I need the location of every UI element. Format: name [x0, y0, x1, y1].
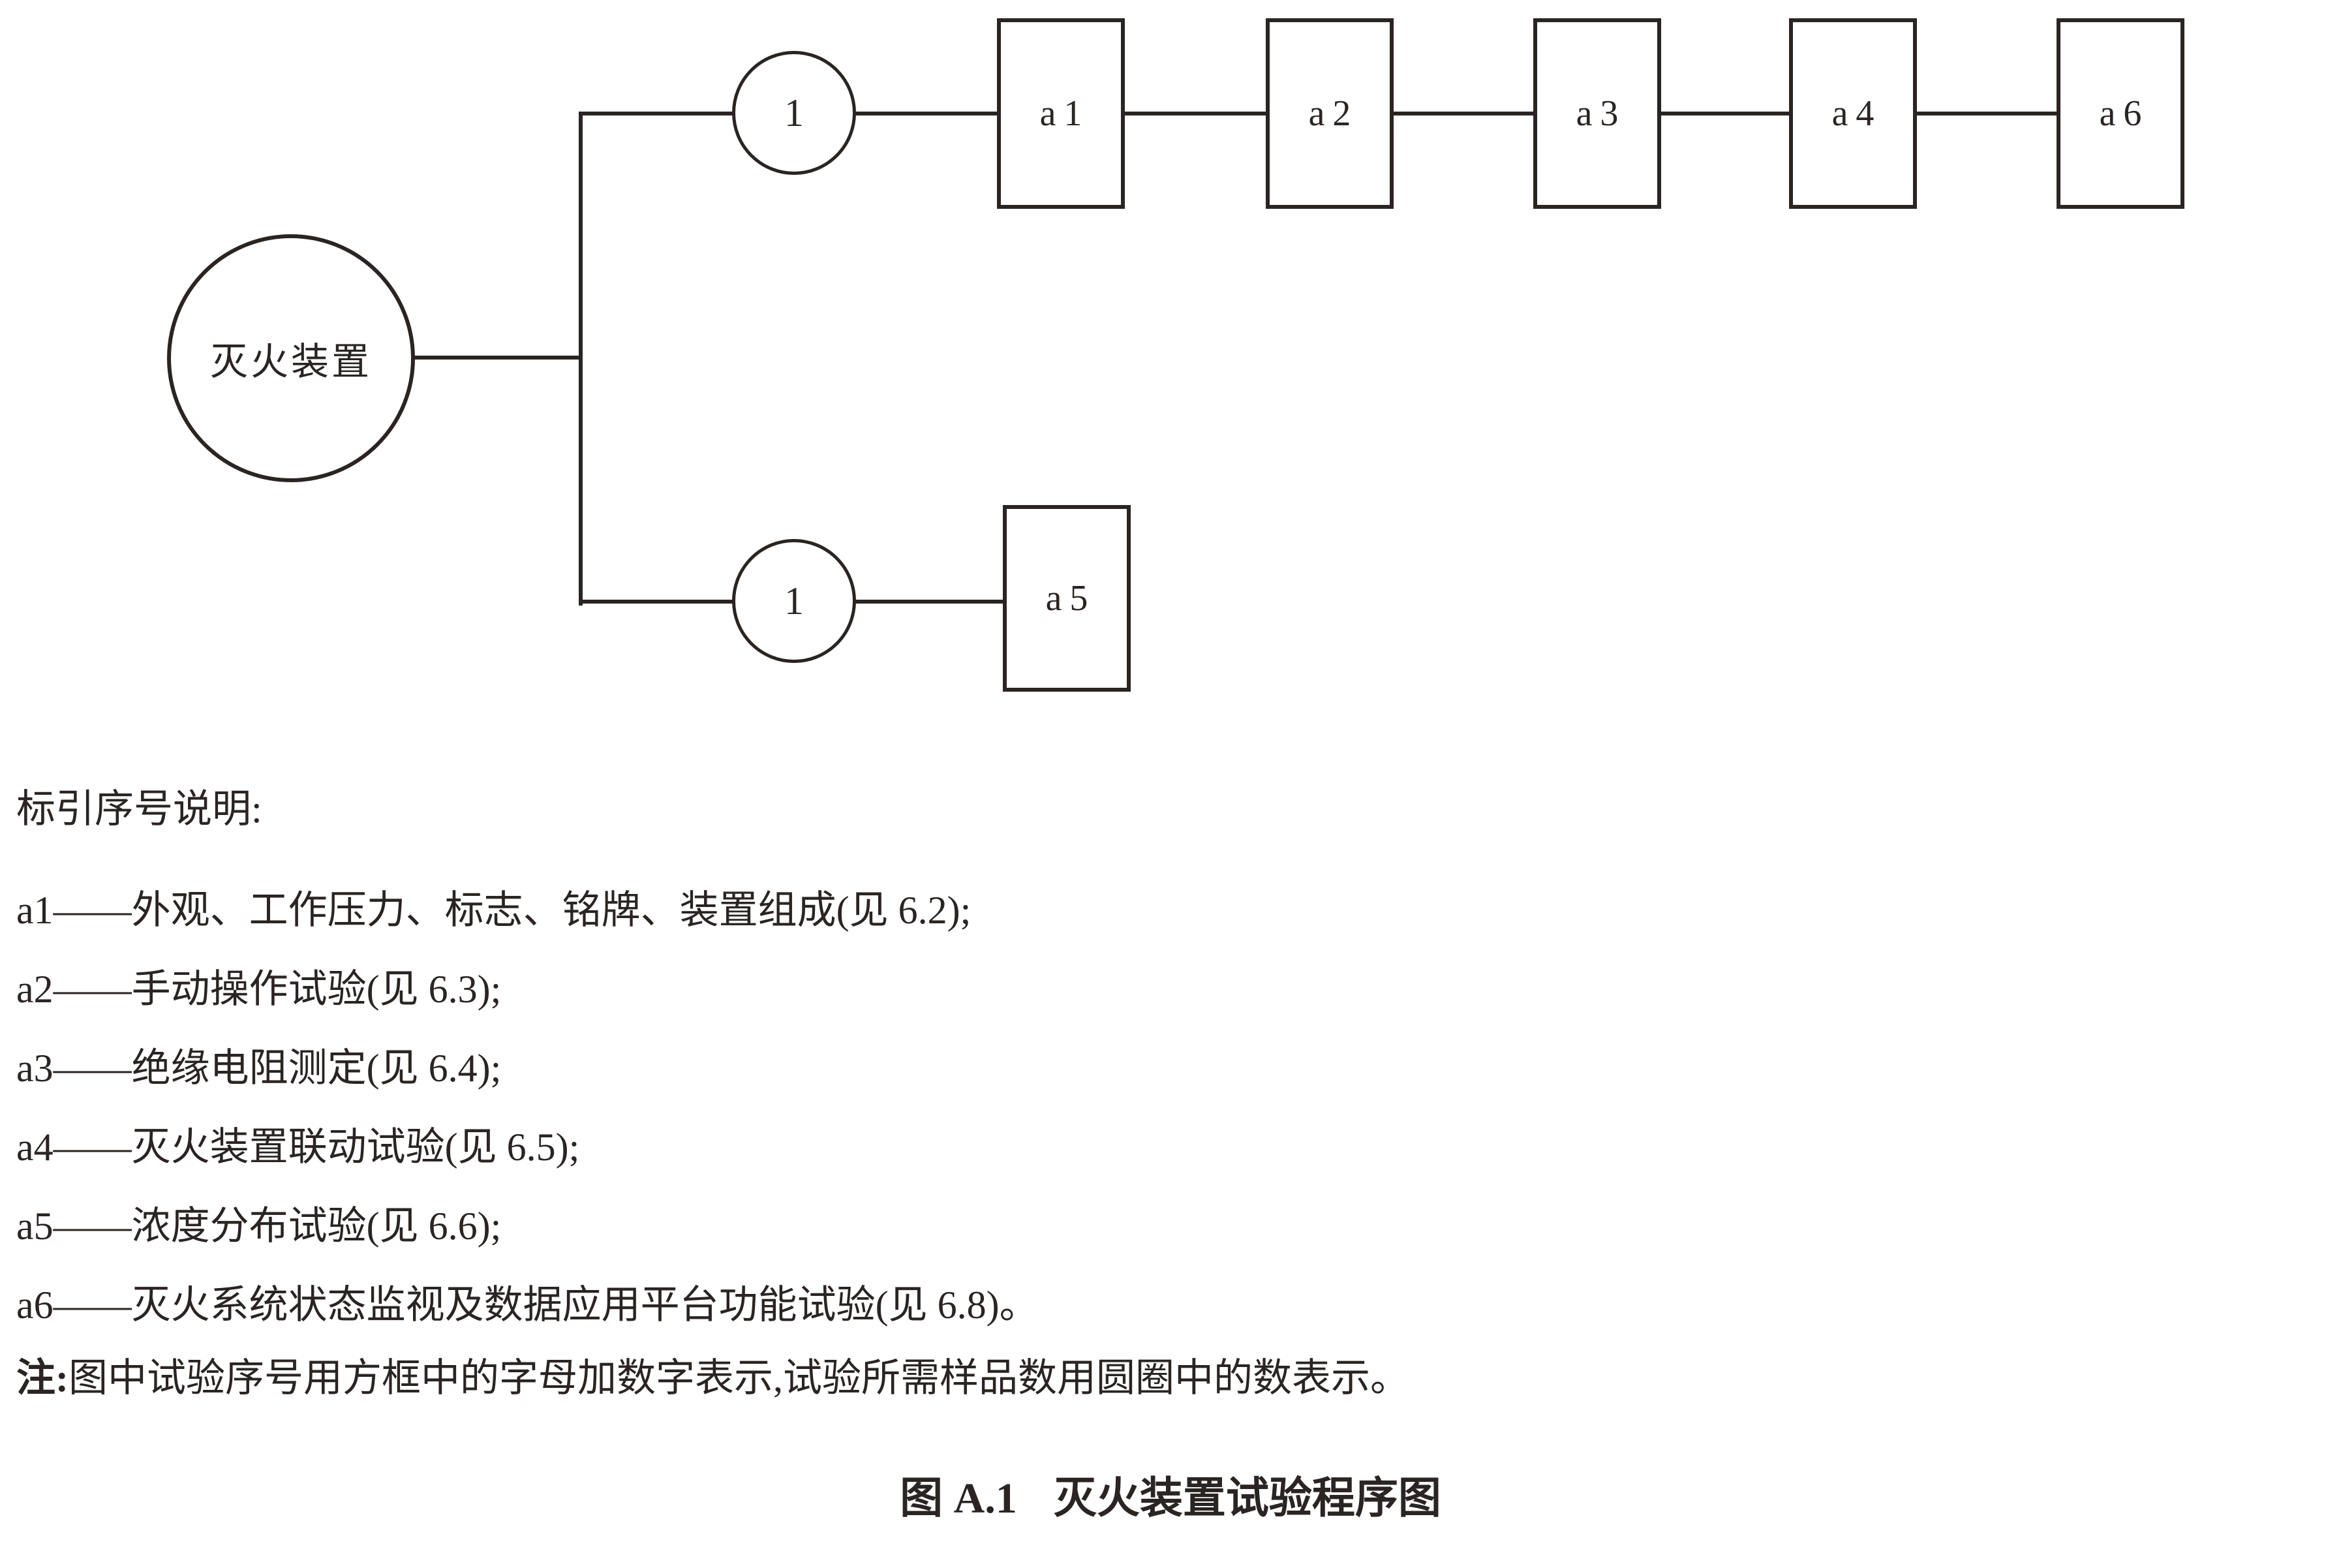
- test-box-a2-label: a2: [1308, 93, 1359, 134]
- legend-item-a5: a5——浓度分布试验(见 6.6);: [16, 1207, 501, 1246]
- test-box-a4: a4: [1789, 18, 1917, 209]
- legend-heading: 标引序号说明:: [16, 788, 262, 831]
- legend-item-a6-desc: 灭火系统状态监视及数据应用平台功能试验(见 6.8)。: [131, 1284, 1039, 1327]
- root-to-branch-connector-line: [412, 356, 583, 360]
- root-node-circle: 灭火装置: [167, 234, 415, 482]
- test-box-a4-label: a4: [1831, 93, 1882, 134]
- legend-item-a6-dash: ——: [53, 1284, 132, 1327]
- sample-count-circle-top: 1: [732, 51, 856, 175]
- figure-caption: 图 A.1 灭火装置试验程序图: [0, 1477, 2341, 1520]
- root-node-label: 灭火装置: [209, 341, 372, 383]
- test-box-a2: a2: [1266, 18, 1394, 209]
- legend-item-a5-desc: 浓度分布试验(见 6.6);: [131, 1205, 502, 1248]
- legend-item-a6-id: a6: [16, 1284, 54, 1327]
- note-line: 注:图中试验序号用方框中的字母加数字表示,试验所需样品数用圆圈中的数表示。: [16, 1359, 1409, 1398]
- legend-item-a3-dash: ——: [53, 1047, 132, 1090]
- legend-item-a1-desc: 外观、工作压力、标志、铭牌、装置组成(见 6.2);: [131, 889, 972, 932]
- note-text: 图中试验序号用方框中的字母加数字表示,试验所需样品数用圆圈中的数表示。: [68, 1357, 1409, 1400]
- legend-item-a3-desc: 绝缘电阻测定(见 6.4);: [131, 1047, 502, 1090]
- legend-item-a1-id: a1: [16, 889, 54, 932]
- figure-caption-title: 灭火装置试验程序图: [1053, 1475, 1441, 1522]
- test-box-a3-label: a3: [1576, 93, 1627, 134]
- figure-caption-number: 图 A.1: [900, 1475, 1017, 1522]
- legend-item-a4-id: a4: [16, 1126, 54, 1169]
- test-box-a1: a1: [997, 18, 1125, 209]
- legend-item-a5-id: a5: [16, 1205, 54, 1248]
- sample-count-circle-bottom: 1: [732, 539, 856, 663]
- test-box-a1-label: a1: [1039, 93, 1090, 134]
- test-box-a5-label: a5: [1045, 578, 1096, 619]
- legend-item-a2-dash: ——: [53, 968, 132, 1011]
- legend-item-a6: a6——灭火系统状态监视及数据应用平台功能试验(见 6.8)。: [16, 1285, 1039, 1325]
- sample-count-bottom-value: 1: [784, 579, 804, 623]
- test-box-a6: a6: [2057, 18, 2184, 209]
- legend-item-a4-desc: 灭火装置联动试验(见 6.5);: [131, 1126, 580, 1169]
- legend-item-a2-id: a2: [16, 968, 54, 1011]
- test-box-a5: a5: [1003, 505, 1131, 692]
- legend-item-a4-dash: ——: [53, 1126, 132, 1169]
- test-box-a6-label: a6: [2099, 93, 2150, 134]
- legend-item-a5-dash: ——: [53, 1205, 132, 1248]
- legend-item-a2-desc: 手动操作试验(见 6.3);: [131, 968, 502, 1011]
- test-box-a3: a3: [1533, 18, 1661, 209]
- legend-item-a2: a2——手动操作试验(见 6.3);: [16, 970, 501, 1009]
- legend-item-a4: a4——灭火装置联动试验(见 6.5);: [16, 1128, 579, 1167]
- branch-vertical-line: [579, 112, 583, 606]
- legend-item-a3-id: a3: [16, 1047, 54, 1090]
- note-label: 注:: [16, 1357, 69, 1400]
- legend-item-a1: a1——外观、工作压力、标志、铭牌、装置组成(见 6.2);: [16, 891, 971, 930]
- legend-item-a1-dash: ——: [53, 889, 132, 932]
- legend-item-a3: a3——绝缘电阻测定(见 6.4);: [16, 1049, 501, 1088]
- sample-count-top-value: 1: [784, 91, 804, 134]
